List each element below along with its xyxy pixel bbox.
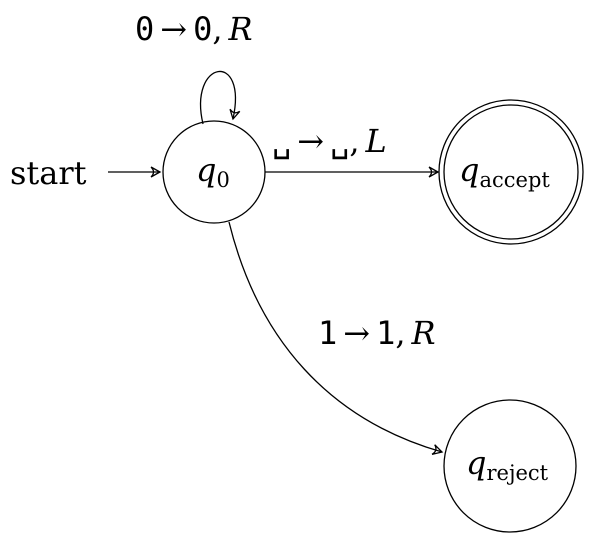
reject-transition-arrow [228, 221, 444, 455]
state-q0: q0 [162, 120, 266, 224]
transition-label-q0-reject: 1→1,R [318, 314, 436, 352]
start-label: start [10, 154, 87, 192]
start-arrow: start [10, 154, 162, 192]
state-circle [443, 399, 577, 533]
transition-q0-loop: 0→0,R [135, 10, 253, 125]
transition-q0-reject: 1→1,R [228, 221, 444, 455]
transition-label-q0-accept: ␣→␣,L [272, 122, 387, 160]
state-label-q0: q0 [196, 151, 230, 192]
transition-q0-accept: ␣→␣,L [265, 122, 440, 178]
state-inner-circle [443, 104, 579, 240]
state-circle [162, 120, 266, 224]
state-label-q-reject: qreject [466, 444, 549, 485]
transition-label-q0-loop: 0→0,R [135, 10, 253, 48]
state-q-reject: qreject [443, 399, 577, 533]
state-label-q-accept: qaccept [459, 151, 550, 192]
state-outer-circle [438, 99, 584, 245]
self-loop-arrow [199, 70, 241, 125]
state-q-accept: qaccept [438, 99, 584, 245]
